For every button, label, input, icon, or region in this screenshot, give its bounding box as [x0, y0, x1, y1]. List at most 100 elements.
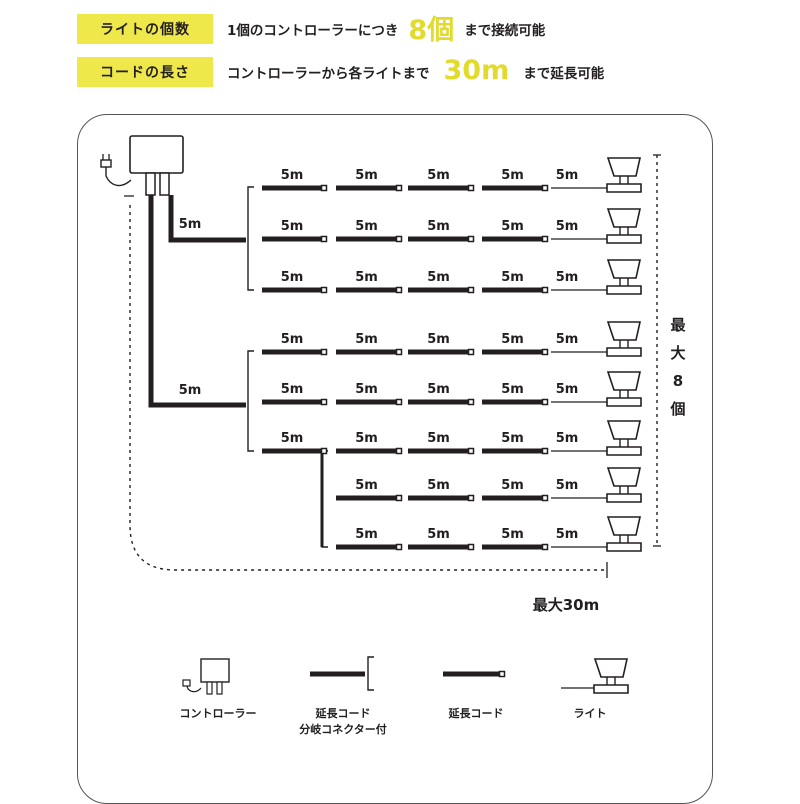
- segment-label: 5m: [427, 431, 450, 446]
- light-icon: [606, 371, 642, 407]
- cord-connector: [541, 543, 549, 551]
- light-shade: [606, 157, 641, 177]
- controller-box: [129, 135, 184, 174]
- segment-label: 5m: [355, 382, 378, 397]
- legend-label: ライト: [574, 707, 607, 720]
- light-icon: [606, 208, 642, 244]
- light-icon: [606, 516, 642, 552]
- controller-icon-cable: [186, 685, 202, 693]
- max-length-path: [129, 205, 607, 571]
- segment-label: 5m: [556, 431, 579, 446]
- power-cable: [105, 166, 132, 187]
- light-count-text-before: 1個のコントローラーにつき: [227, 23, 399, 39]
- cord-length-text-before: コントローラーから各ライトまで: [227, 66, 430, 82]
- segment-label: 5m: [427, 270, 450, 285]
- cord-connector: [467, 543, 475, 551]
- light-base: [606, 183, 642, 193]
- cord-length-tag: コードの長さ: [77, 57, 213, 87]
- segment-label: 5m: [281, 431, 304, 446]
- segment-label: 5m: [501, 478, 524, 493]
- segment-label: 5m: [427, 168, 450, 183]
- spec-row-cord-length: コードの長さ コントローラーから各ライトまで 30m まで延長可能: [77, 54, 605, 87]
- light-shade: [593, 658, 628, 678]
- segment-label: 5m: [501, 168, 524, 183]
- branch-connector-lower: [247, 350, 254, 452]
- cord-connector: [541, 184, 549, 192]
- cord-connector: [541, 494, 549, 502]
- cord-connector: [395, 398, 403, 406]
- cord-length-text-after: まで延長可能: [523, 66, 605, 82]
- branch-cord-icon-bracket: [367, 656, 374, 691]
- light-shade: [606, 208, 641, 228]
- max-length-label: 最大30m: [533, 596, 600, 614]
- label-background: [666, 318, 690, 402]
- segment-label: 5m: [355, 168, 378, 183]
- cord-connector: [395, 447, 403, 455]
- extension-cord-icon-connector: [498, 670, 506, 678]
- controller-icon-port: [216, 681, 223, 695]
- controller-icon: [200, 658, 230, 683]
- cord-connector: [320, 286, 328, 294]
- cord-connector: [467, 348, 475, 356]
- light-icon: [606, 259, 642, 295]
- cord-connector: [320, 398, 328, 406]
- segment-label: 5m: [179, 383, 202, 398]
- cord-connector: [541, 447, 549, 455]
- segment-label: 5m: [556, 527, 579, 542]
- segment-label: 5m: [501, 431, 524, 446]
- cord-connector: [395, 184, 403, 192]
- cord-connector: [467, 447, 475, 455]
- light-shade: [606, 321, 641, 341]
- segment-label: 5m: [427, 382, 450, 397]
- segment-label: 5m: [355, 219, 378, 234]
- segment-label: 5m: [501, 332, 524, 347]
- light-base: [606, 397, 642, 407]
- cord-connector: [467, 184, 475, 192]
- cord-connector: [467, 398, 475, 406]
- segment-label: 5m: [355, 332, 378, 347]
- cord-connector: [320, 235, 328, 243]
- cord-length-highlight: 30m: [443, 54, 510, 86]
- segment-label: 5m: [281, 332, 304, 347]
- cord-connector: [320, 348, 328, 356]
- controller-icon-plug: [182, 679, 191, 687]
- legend-label: コントローラー: [180, 707, 257, 720]
- cord-connector: [395, 286, 403, 294]
- segment-label: 5m: [556, 219, 579, 234]
- light-icon: [606, 420, 642, 456]
- light-base: [606, 446, 642, 456]
- segment-label: 5m: [281, 168, 304, 183]
- segment-label: 5m: [427, 527, 450, 542]
- controller-icon-port: [206, 681, 213, 695]
- cord-connector: [541, 286, 549, 294]
- branch-connector-upper: [247, 186, 254, 291]
- light-shade: [606, 371, 641, 391]
- light-icon: [606, 467, 642, 503]
- segment-label: 5m: [355, 527, 378, 542]
- segment-label: 5m: [281, 270, 304, 285]
- light-base: [606, 347, 642, 357]
- cord-connector: [541, 235, 549, 243]
- cord-connector: [395, 543, 403, 551]
- light-icon: [606, 321, 642, 357]
- segment-label: 5m: [427, 332, 450, 347]
- legend-label: 延長コード: [315, 706, 371, 720]
- segment-label: 5m: [355, 478, 378, 493]
- light-count-highlight: 8個: [408, 14, 455, 46]
- segment-label: 5m: [179, 217, 202, 232]
- segment-label: 5m: [281, 219, 304, 234]
- cord-connector: [395, 494, 403, 502]
- cord-connector: [467, 494, 475, 502]
- legend-label: 延長コード: [448, 706, 504, 720]
- light-icon: [593, 658, 629, 694]
- light-shade: [606, 420, 641, 440]
- spec-row-light-count: ライトの個数 1個のコントローラーにつき 8個 まで接続可能: [77, 14, 545, 46]
- segment-label: 5m: [501, 382, 524, 397]
- segment-label: 5m: [556, 168, 579, 183]
- cord-connector: [541, 398, 549, 406]
- light-shade: [606, 467, 641, 487]
- cord-connector: [541, 348, 549, 356]
- controller-port: [145, 172, 156, 196]
